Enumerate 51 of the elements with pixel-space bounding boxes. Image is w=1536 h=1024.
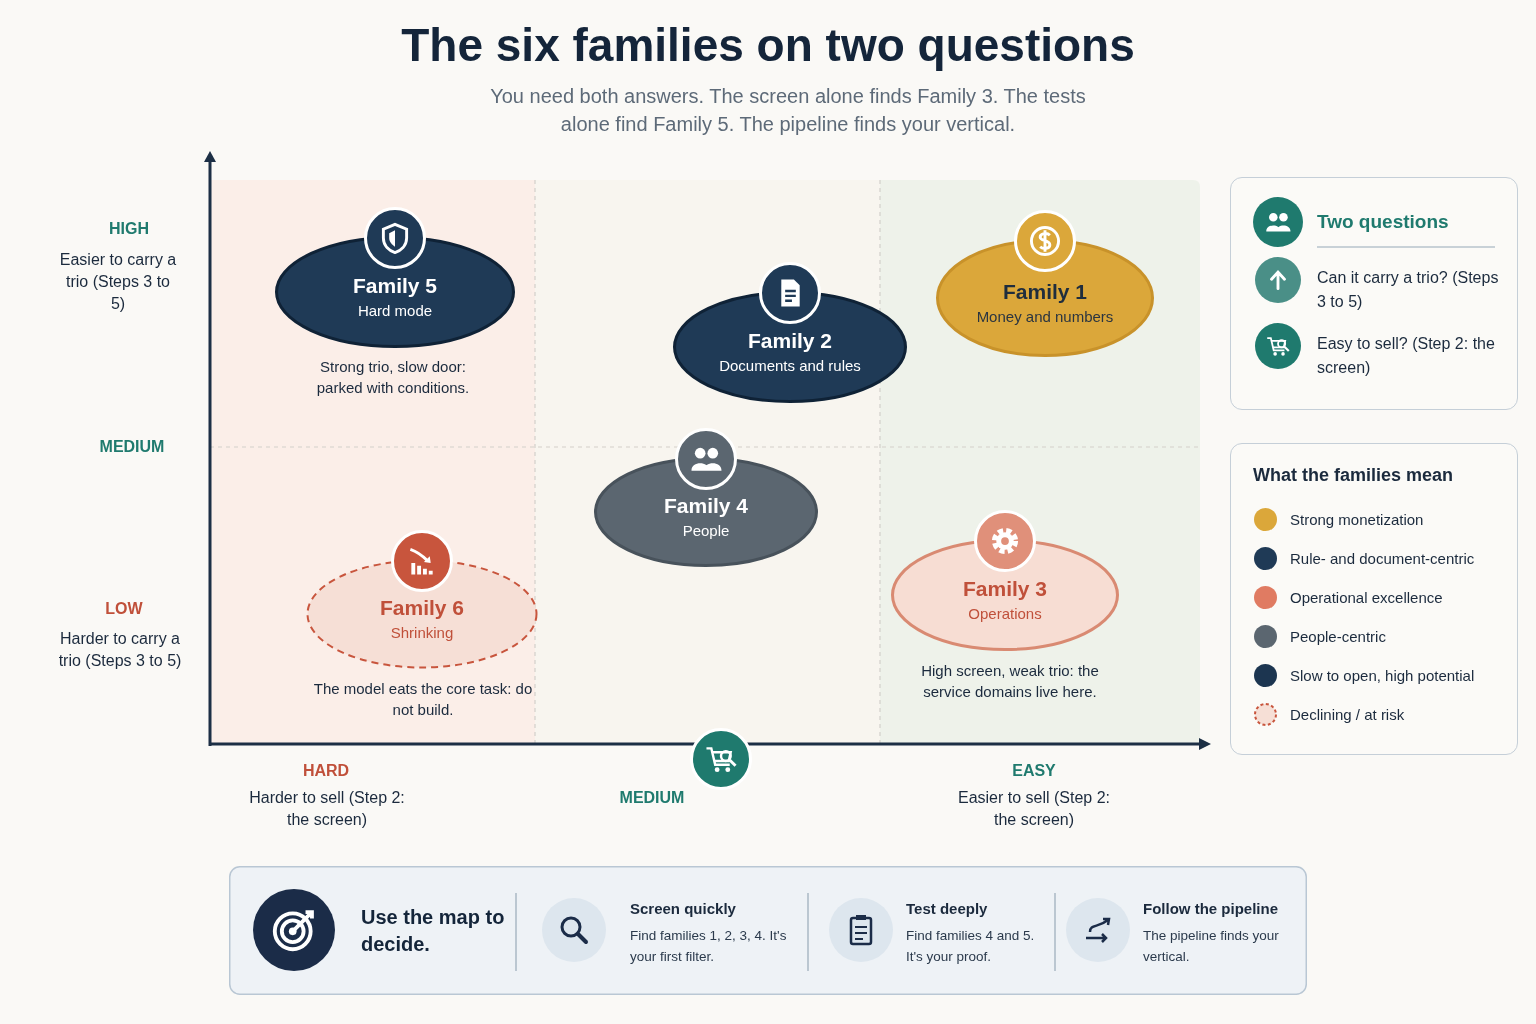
axis-description: Easier to carry a trio (Steps 3 to 5): [58, 250, 178, 314]
legend-text: Operational excellence: [1290, 588, 1443, 608]
question-text: Easy to sell? (Step 2: the screen): [1317, 334, 1496, 378]
step-heading: Follow the pipeline: [1143, 899, 1279, 919]
family-note: High screen, weak trio: the service domains live here.: [920, 661, 1100, 702]
family-name: Family 4: [662, 494, 749, 518]
family-description: Shrinking: [389, 624, 455, 641]
family-ellipse: [275, 236, 515, 348]
panel-heading: Two questions: [1317, 210, 1450, 234]
legend-text: People-centric: [1290, 627, 1386, 647]
panel-heading: What the families mean: [1253, 464, 1454, 486]
legend-text: Declining / at risk: [1290, 705, 1405, 725]
axis-level-label: HIGH: [108, 219, 150, 239]
family-name: Family 3: [961, 577, 1048, 601]
axis-level-label: EASY: [1011, 761, 1057, 781]
family-ellipse: [936, 239, 1154, 357]
axis-description: Harder to carry a trio (Steps 3 to 5): [57, 629, 183, 671]
family-note: Strong trio, slow door: parked with conditions.: [315, 357, 471, 398]
axis-description: Easier to sell (Step 2: the screen): [956, 788, 1112, 830]
family-name: Family 1: [1001, 280, 1088, 304]
family-ellipse: [594, 457, 818, 567]
subtitle: You need both answers. The screen alone finds Family 3. The tests alone find Family 5. The pipeline finds your vertical.: [489, 84, 1087, 137]
family-description: Hard mode: [356, 302, 434, 319]
family-description: Money and numbers: [975, 308, 1115, 325]
question-text: Can it carry a trio? (Steps 3 to 5): [1317, 268, 1500, 312]
family-ellipse: [891, 539, 1119, 651]
step-description: Find families 4 and 5. It's your proof.: [906, 927, 1036, 966]
step-description: The pipeline finds your vertical.: [1143, 927, 1280, 966]
family-description: Documents and rules: [718, 357, 862, 374]
call-to-action: Use the map to decide.: [361, 905, 506, 957]
axis-level-label: MEDIUM: [618, 788, 686, 808]
family-description: People: [681, 522, 731, 539]
step-heading: Screen quickly: [630, 899, 737, 919]
legend-text: Slow to open, high potential: [1290, 666, 1475, 686]
family-description: Operations: [967, 605, 1043, 622]
family-ellipse: [673, 291, 907, 403]
step-heading: Test deeply: [906, 899, 989, 919]
family-name: Family 6: [378, 596, 465, 620]
family-name: Family 5: [351, 274, 438, 298]
axis-description: Harder to sell (Step 2: the screen): [248, 788, 406, 830]
legend-text: Rule- and document-centric: [1290, 549, 1475, 569]
axis-level-label: MEDIUM: [98, 437, 166, 457]
family-ellipse: [306, 559, 538, 669]
axis-level-label: HARD: [301, 761, 351, 781]
info-panel: [1230, 177, 1518, 410]
step-description: Find families 1, 2, 3, 4. It's your first filter.: [630, 927, 788, 966]
legend-text: Strong monetization: [1290, 510, 1424, 530]
title: The six families on two questions: [400, 18, 1136, 72]
axis-level-label: LOW: [104, 599, 144, 619]
family-note: The model eats the core task: do not build.: [312, 679, 534, 720]
family-name: Family 2: [746, 329, 833, 353]
